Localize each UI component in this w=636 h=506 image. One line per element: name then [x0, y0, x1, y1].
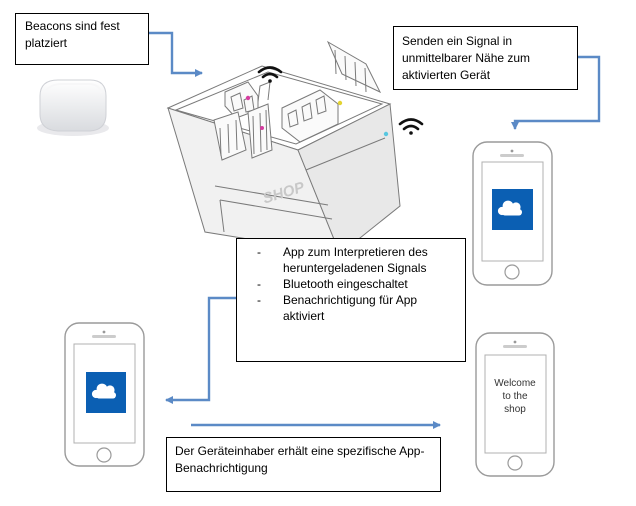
- welcome-line-2: to the: [502, 391, 527, 402]
- requirement-bluetooth: Bluetooth eingeschaltet: [283, 277, 408, 291]
- callout-requirements: -App zum Interpretieren des heruntergela…: [236, 238, 466, 362]
- requirement-notification: Benachrichtigung für App aktiviert: [283, 293, 418, 323]
- welcome-line-3: shop: [504, 404, 526, 415]
- callout-beacons-placed: Beacons sind fest platziert: [15, 13, 149, 65]
- callout-beacons-text: Beacons sind fest platziert: [25, 19, 120, 50]
- wifi-signal-icon: [398, 118, 424, 135]
- callout-signal-text: Senden ein Signal in unmittelbarer Nähe …: [402, 34, 531, 82]
- smartphone-icon: [475, 332, 555, 477]
- list-item: -Benachrichtigung für App aktiviert: [257, 293, 418, 323]
- arrow-signal-to-phone: [511, 55, 601, 130]
- beacon-dot-yellow: [337, 100, 343, 106]
- requirement-app: App zum Interpretieren des heruntergelad…: [283, 245, 428, 275]
- cloud-icon: [497, 200, 522, 216]
- callout-owner-text: Der Geräteinhaber erhält eine spezifisch…: [175, 444, 425, 475]
- beacon-dot-magenta-2: [260, 126, 264, 130]
- flow-arrows: [149, 31, 601, 429]
- requirements-list: -App zum Interpretieren des heruntergela…: [257, 244, 457, 324]
- arrow-beacon-to-shop: [149, 31, 203, 77]
- callout-owner-notification: Der Geräteinhaber erhält eine spezifisch…: [166, 437, 441, 492]
- beacon-device-icon: [37, 79, 109, 136]
- shop-illustration: [166, 40, 401, 255]
- wifi-signal-icon: [257, 66, 283, 83]
- beacon-dot-cyan: [383, 131, 389, 137]
- cloud-icon: [91, 383, 116, 399]
- callout-signal: Senden ein Signal in unmittelbarer Nähe …: [393, 26, 578, 90]
- list-item: -Bluetooth eingeschaltet: [257, 277, 408, 291]
- welcome-line-1: Welcome: [494, 378, 536, 389]
- list-item: -App zum Interpretieren des heruntergela…: [257, 245, 428, 275]
- beacon-dot-magenta: [245, 95, 251, 101]
- arrow-requirements-to-phone: [165, 296, 236, 404]
